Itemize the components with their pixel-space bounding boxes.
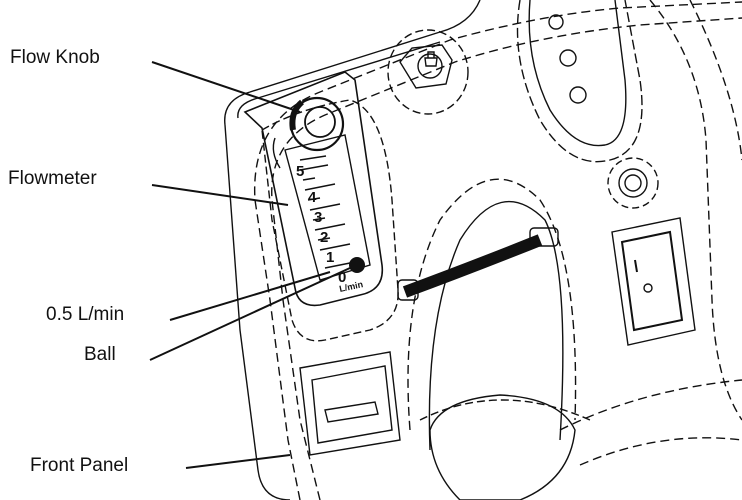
flowmeter-housing bbox=[243, 71, 384, 307]
flow-knob-shadow bbox=[272, 137, 281, 169]
right-fitting-ring bbox=[607, 157, 659, 209]
housing-right-edge bbox=[689, 0, 742, 161]
callout-line-flow-knob bbox=[151, 61, 301, 113]
flowmeter-unit: L/min bbox=[338, 279, 364, 294]
indicator-panel-inner bbox=[528, 0, 627, 147]
flowmeter-recess bbox=[261, 99, 399, 342]
housing-outline-outer bbox=[253, 1, 742, 500]
outlet-fitting-tip bbox=[424, 51, 438, 67]
outlet-fitting-hex bbox=[399, 44, 453, 89]
outlet-fitting-ring bbox=[387, 29, 469, 115]
flowmeter-scale-number: 1 bbox=[326, 249, 334, 266]
outlet-fitting-nozzle bbox=[417, 53, 443, 79]
callout-line-half bbox=[169, 271, 331, 321]
housing-lower-right-2 bbox=[579, 437, 742, 466]
housing-right-curve bbox=[649, 0, 742, 421]
flowmeter-scale: 01 2 3 45 bbox=[296, 163, 346, 286]
right-fitting-outer bbox=[618, 168, 648, 198]
handle-arch-outer bbox=[407, 178, 577, 431]
flowmeter-scale-number: 3 bbox=[314, 209, 322, 226]
housing-lower-right bbox=[559, 379, 742, 431]
filter-slot-inner bbox=[311, 365, 393, 444]
flowmeter-scale-number: 4 bbox=[308, 189, 317, 206]
lower-bowl-dashed bbox=[419, 399, 591, 421]
filter-slot-bezel bbox=[299, 351, 401, 456]
front-panel-label: Front Panel bbox=[30, 455, 129, 476]
power-switch-rocker bbox=[620, 230, 684, 332]
front-panel-plate-edge bbox=[237, 41, 441, 119]
power-switch-mark-o bbox=[643, 283, 653, 293]
flow-setting-label: 0.5 L/min bbox=[46, 304, 125, 325]
handle-grip bbox=[402, 234, 543, 298]
handle-mount-left bbox=[397, 279, 419, 301]
flowmeter-ball bbox=[349, 257, 365, 273]
callout-line-flowmeter bbox=[151, 184, 289, 206]
flowmeter-label: Flowmeter bbox=[8, 168, 97, 189]
callout-line-ball bbox=[149, 267, 351, 361]
indicator-light-3 bbox=[569, 86, 587, 104]
flowmeter-ticks bbox=[299, 155, 356, 269]
handle-arch-inner bbox=[428, 200, 564, 451]
lower-bowl bbox=[429, 394, 576, 500]
flowmeter-scale-number: 5 bbox=[296, 163, 304, 180]
filter-slot-handle bbox=[324, 401, 379, 423]
flow-knob-label: Flow Knob bbox=[10, 47, 100, 68]
power-switch-bezel bbox=[611, 217, 696, 346]
right-fitting-inner bbox=[624, 174, 642, 192]
handle-mount-right bbox=[529, 227, 559, 247]
indicator-light-2 bbox=[559, 49, 577, 67]
callout-line-front-panel bbox=[185, 454, 291, 469]
indicator-panel bbox=[516, 0, 643, 163]
indicator-light-1 bbox=[548, 14, 564, 30]
flowmeter-tube bbox=[284, 134, 371, 281]
flowmeter-scale-number: 0 bbox=[338, 269, 346, 286]
power-switch-mark-i bbox=[634, 259, 638, 273]
flowmeter-scale-number: 2 bbox=[320, 229, 328, 246]
ball-label: Ball bbox=[84, 344, 116, 365]
flow-knob-inner bbox=[304, 106, 336, 138]
housing-outline-inner bbox=[271, 17, 742, 500]
flow-knob-grip bbox=[289, 99, 305, 131]
